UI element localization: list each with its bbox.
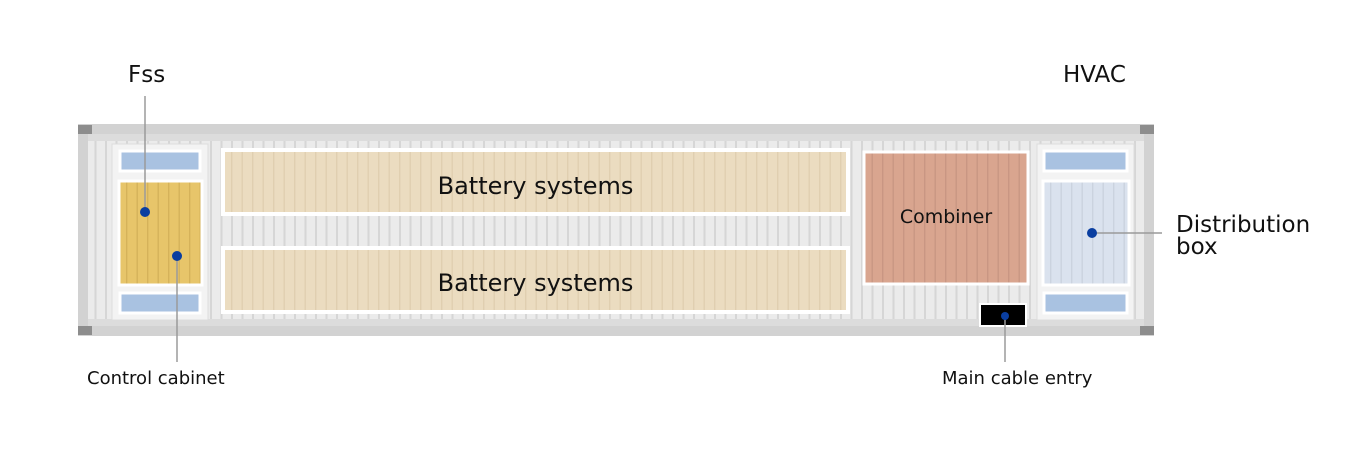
corner-fitting-bottom-right — [1140, 326, 1154, 335]
vent-left-bottom — [118, 291, 202, 315]
hvac-label: HVAC — [1063, 62, 1126, 88]
corner-fitting-top-left — [78, 125, 92, 134]
hvac-vent-bottom — [1042, 291, 1129, 315]
battery-system-top-box — [221, 148, 850, 216]
marker-dot-fss — [140, 207, 150, 217]
corner-fitting-bottom-left — [78, 326, 92, 335]
battery-system-bottom-box — [221, 246, 850, 314]
hvac-vent-top — [1042, 149, 1129, 173]
control-cabinet-box — [117, 179, 204, 287]
marker-dot-distribution-box — [1087, 228, 1097, 238]
corner-fitting-top-right — [1140, 125, 1154, 134]
marker-dot-control-cabinet — [172, 251, 182, 261]
distribution-box-label: Distribution box — [1176, 212, 1311, 260]
right-compartment — [1036, 143, 1135, 321]
marker-dot-main-cable-entry — [1001, 312, 1009, 320]
combiner-label: Combiner — [899, 206, 993, 228]
main-cable-entry-label: Main cable entry — [942, 368, 1093, 389]
fss-label: Fss — [128, 62, 166, 88]
vent-left-top — [118, 149, 202, 173]
distribution-box-label-line1: Distribution — [1176, 212, 1311, 238]
battery-systems-top-label: Battery systems — [437, 172, 634, 200]
left-compartment — [111, 143, 209, 321]
control-cabinet-label: Control cabinet — [87, 368, 225, 389]
combiner-box — [862, 150, 1030, 286]
battery-systems-bottom-label: Battery systems — [437, 269, 634, 297]
distribution-box-label-line2: box — [1176, 234, 1218, 260]
